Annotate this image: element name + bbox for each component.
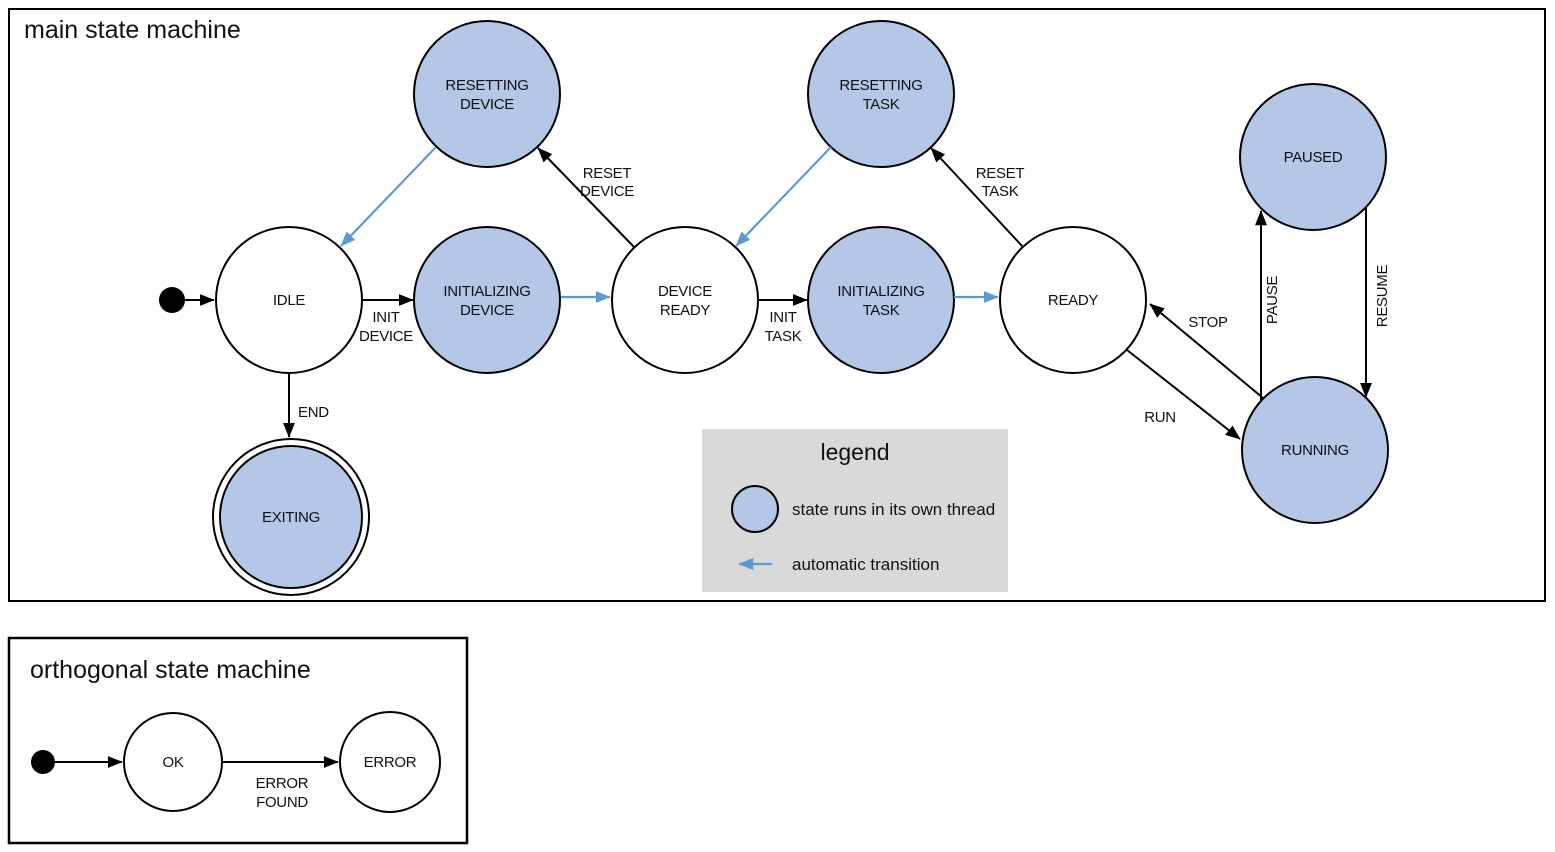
state-resetting-device: [413, 20, 561, 168]
main-initial-state-dot: [159, 287, 185, 313]
state-ready-label: READY: [1048, 292, 1098, 309]
state-error-label: ERROR: [364, 754, 417, 771]
state-resetting-task-label-line1: RESETTING: [839, 77, 922, 94]
state-resetting-task-label-line2: TASK: [863, 96, 900, 113]
orthogonal-initial-state-dot: [31, 750, 55, 774]
state-resetting-task: [807, 20, 955, 168]
state-paused: [1239, 83, 1387, 231]
state-initializing-task-label-line1: INITIALIZING: [837, 283, 924, 300]
transition-run-label: RUN: [1144, 409, 1176, 426]
legend-threaded-state-icon: [731, 485, 779, 533]
state-initializing-task: [807, 226, 955, 374]
transition-run-arrow: [1126, 349, 1241, 440]
transition-reset-device-arrow: [537, 147, 635, 248]
state-initializing-device-label-line2: DEVICE: [460, 302, 514, 319]
transition-error-found-label-line2: FOUND: [256, 794, 308, 811]
transition-pause-label: PAUSE: [1264, 276, 1281, 325]
transition-init-device-label-line1: INIT: [372, 309, 399, 326]
orthogonal-state-machine-title: orthogonal state machine: [30, 656, 311, 684]
state-paused-label: PAUSED: [1284, 149, 1343, 166]
transition-end-label: END: [298, 404, 329, 421]
transition-reset-device-label-line2: DEVICE: [580, 183, 634, 200]
transition-init-task-label-line2: TASK: [765, 328, 802, 345]
state-exiting-label: EXITING: [262, 509, 320, 526]
transition-reset-task-label-line1: RESET: [976, 165, 1025, 182]
auto-transition-resetting-device-to-idle-arrow: [340, 146, 437, 247]
legend-title: legend: [820, 439, 889, 465]
state-initializing-task-label-line2: TASK: [863, 302, 900, 319]
state-running: [1241, 376, 1389, 524]
legend-threaded-state-label: state runs in its own thread: [792, 500, 995, 519]
transition-stop-label: STOP: [1188, 314, 1228, 331]
state-error: [339, 711, 441, 813]
state-device-ready-label-line1: DEVICE: [658, 283, 712, 300]
state-exiting: [219, 445, 363, 589]
state-initializing-device-label-line1: INITIALIZING: [443, 283, 530, 300]
state-device-ready-label-line2: READY: [660, 302, 710, 319]
state-resetting-device-label-line2: DEVICE: [460, 96, 514, 113]
state-device-ready: [611, 226, 759, 374]
transition-reset-task-arrow: [930, 147, 1024, 248]
state-initializing-device: [413, 226, 561, 374]
main-state-machine-title: main state machine: [24, 16, 241, 44]
auto-transition-resetting-task-to-device-ready-arrow: [735, 146, 832, 247]
transition-resume-label: RESUME: [1374, 265, 1391, 328]
transition-stop-arrow: [1149, 303, 1264, 399]
state-idle-label: IDLE: [273, 292, 305, 309]
transition-reset-device-label-line1: RESET: [583, 165, 632, 182]
transition-init-device-label-line2: DEVICE: [359, 328, 413, 345]
state-resetting-device-label-line1: RESETTING: [445, 77, 528, 94]
state-ok-label: OK: [162, 754, 183, 771]
transition-init-task-label-line1: INIT: [769, 309, 796, 326]
legend-auto-transition-label: automatic transition: [792, 555, 939, 574]
state-running-label: RUNNING: [1281, 442, 1349, 459]
state-ready: [999, 226, 1147, 374]
transition-error-found-label-line1: ERROR: [256, 775, 309, 792]
transition-reset-task-label-line2: TASK: [982, 183, 1019, 200]
